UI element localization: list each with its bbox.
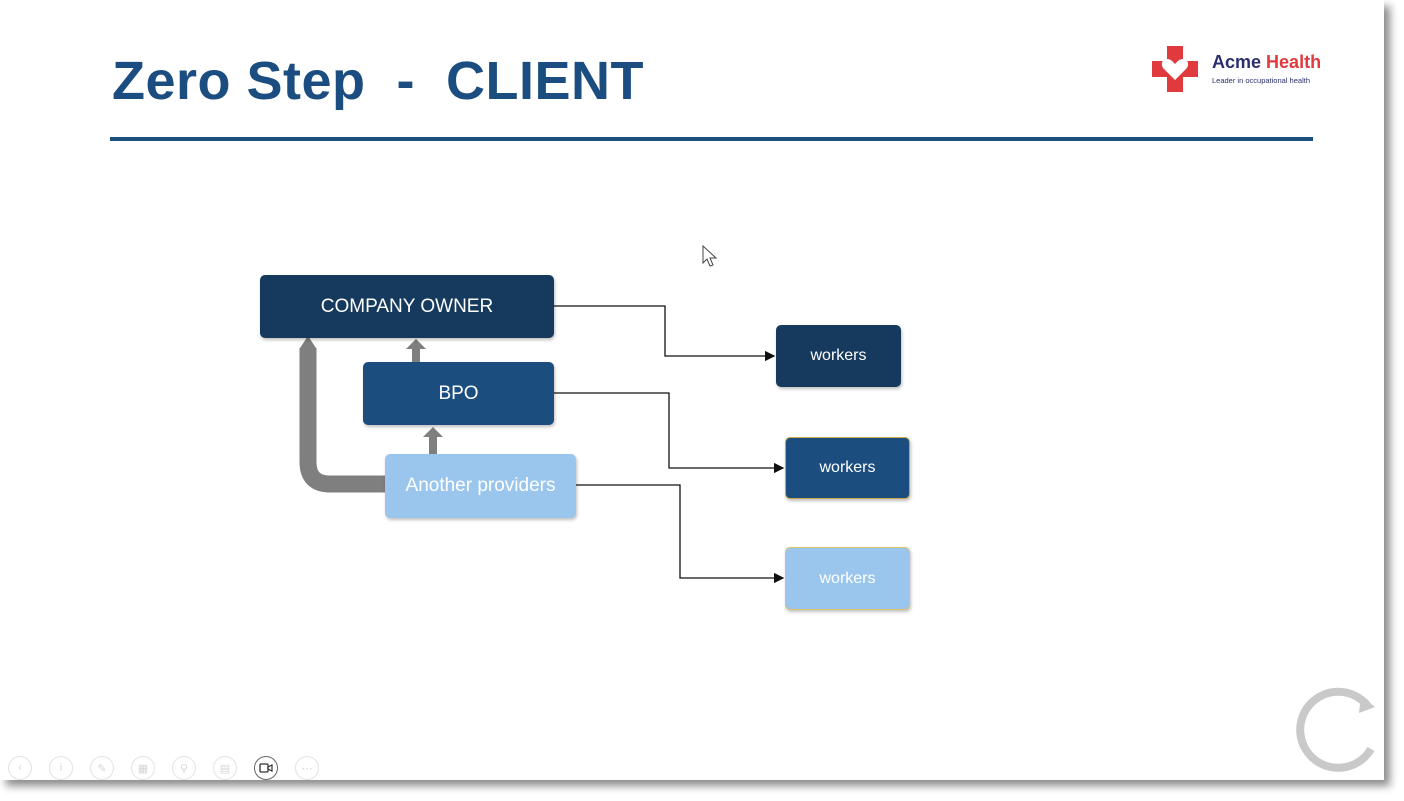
zoom-icon[interactable]: ⚲ xyxy=(172,756,196,780)
logo-name: Acme Health xyxy=(1212,52,1321,73)
logo-name-part1: Acme xyxy=(1212,52,1262,72)
workers-box-bpo: workers xyxy=(785,437,910,499)
connector-another-workers xyxy=(576,484,785,584)
diagram-connectors xyxy=(299,305,785,584)
bpo-box: BPO xyxy=(363,362,554,425)
info-icon[interactable]: i xyxy=(49,756,73,780)
slides-icon[interactable]: ▦ xyxy=(131,756,155,780)
slide-title: Zero Step - CLIENT xyxy=(112,51,645,111)
presentation-toolbar: ‹ i ✎ ▦ ⚲ ▤ ⋯ xyxy=(8,756,319,780)
title-underline xyxy=(110,137,1313,141)
loading-spinner-icon xyxy=(1296,687,1375,772)
previous-icon[interactable]: ‹ xyxy=(8,756,32,780)
thick-arrowhead-owner xyxy=(300,336,316,348)
slide: Zero Step - CLIENT Acme Health Leader in… xyxy=(8,44,1375,780)
thick-arrow-to-owner xyxy=(299,348,385,493)
more-icon[interactable]: ⋯ xyxy=(295,756,319,780)
medical-cross-heart-icon xyxy=(1152,46,1198,92)
arrow-another-to-bpo-head xyxy=(423,427,443,437)
workers-box-another: workers xyxy=(785,547,910,610)
arrow-another-to-bpo-shaft xyxy=(429,436,437,454)
connector-bpo-workers xyxy=(554,392,785,474)
mouse-pointer-icon xyxy=(702,245,718,267)
another-providers-box: Another providers xyxy=(385,454,576,518)
pen-icon[interactable]: ✎ xyxy=(90,756,114,780)
company-owner-box: COMPANY OWNER xyxy=(260,275,554,338)
arrow-bpo-to-owner-shaft xyxy=(412,348,420,363)
logo-tagline: Leader in occupational health xyxy=(1212,76,1310,85)
subtitles-icon[interactable]: ▤ xyxy=(213,756,237,780)
camera-icon[interactable] xyxy=(254,756,278,780)
logo-name-part2: Health xyxy=(1266,52,1322,72)
arrow-bpo-to-owner-head xyxy=(406,339,426,349)
connector-owner-workers xyxy=(554,305,776,362)
workers-box-owner: workers xyxy=(776,325,901,387)
company-logo: Acme Health Leader in occupational healt… xyxy=(1150,44,1350,94)
